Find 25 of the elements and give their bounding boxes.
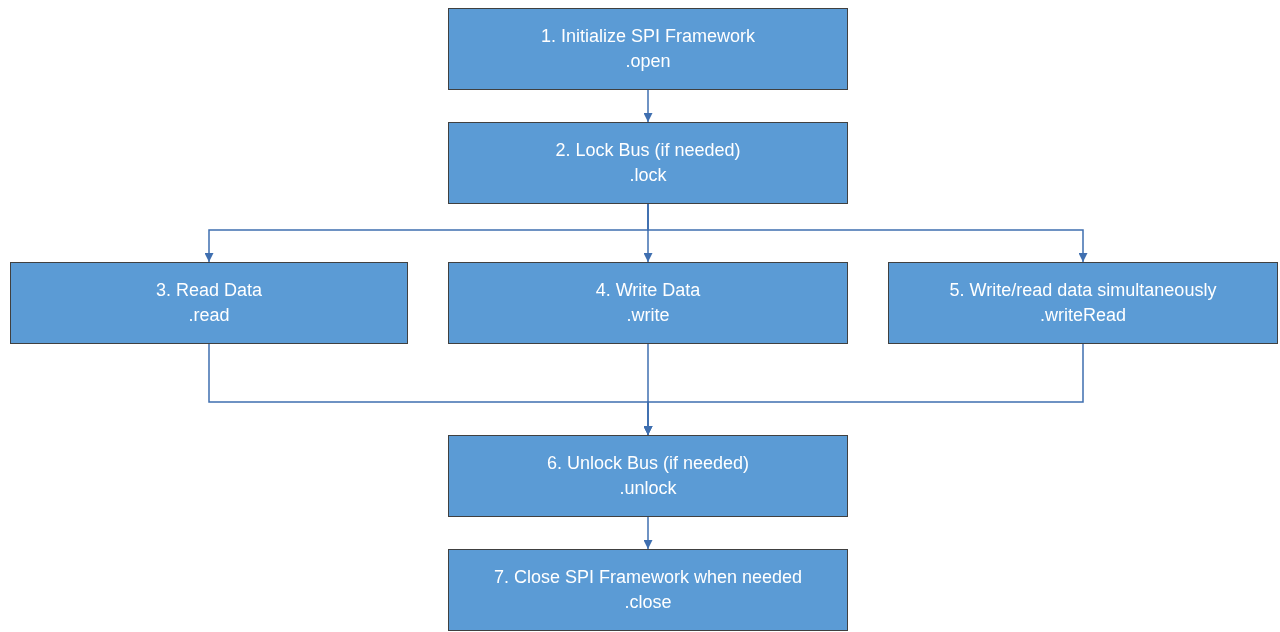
step-title: 4. Write Data (595, 279, 701, 302)
step-title: 2. Lock Bus (if needed) (555, 139, 741, 162)
process-box (888, 262, 1278, 344)
method-name: .read (188, 304, 230, 327)
method-name: .writeRead (1039, 304, 1126, 327)
process-box (448, 435, 848, 517)
method-name: .unlock (619, 477, 677, 500)
step-title: 3. Read Data (155, 279, 263, 302)
arrow (647, 203, 1088, 263)
process-box (448, 8, 848, 90)
method-name: .open (625, 50, 671, 73)
method-name: .close (624, 591, 672, 614)
step-title: 1. Initialize SPI Framework (540, 25, 756, 48)
step-title: 5. Write/read data simultaneously (949, 279, 1217, 302)
method-name: .lock (629, 164, 667, 187)
method-name: .write (626, 304, 670, 327)
arrow (643, 343, 1084, 436)
process-box (448, 262, 848, 344)
process-box (10, 262, 408, 344)
step-title: 7. Close SPI Framework when needed (493, 566, 803, 589)
arrow (643, 516, 653, 550)
process-box (448, 122, 848, 204)
step-title: 6. Unlock Bus (if needed) (546, 452, 750, 475)
process-box (448, 549, 848, 631)
arrow (643, 89, 653, 123)
